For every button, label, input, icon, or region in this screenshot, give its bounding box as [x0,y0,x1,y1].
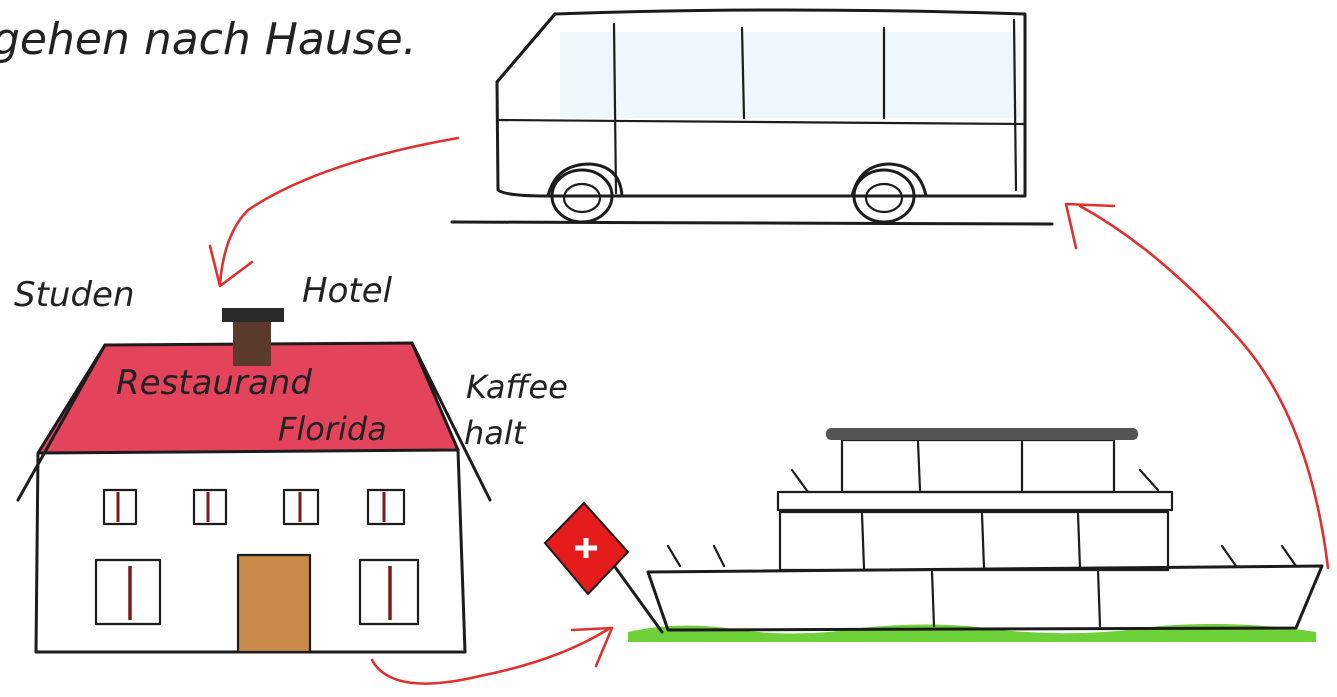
bus [452,10,1052,224]
label-florida: Florida [278,410,387,448]
house [18,308,490,652]
arrow-bus-to-house [220,138,458,284]
upper-windows [104,490,404,524]
label-hotel: Hotel [302,271,393,311]
label-restaurant: Restaurand [116,363,312,403]
arrow-ship-to-bus [1080,206,1328,568]
swiss-flag-icon [545,503,628,594]
label-studen: Studen [14,275,135,315]
label-halt: halt [464,414,527,452]
house-door [238,555,310,652]
caption-text: gehen nach Hause. [0,14,417,65]
ship [545,428,1322,642]
ship-cabin-lower [780,512,1168,570]
water [628,624,1316,642]
ship-roof [826,428,1138,440]
arrow-house-to-ship [372,628,610,684]
label-kaffee: Kaffee [466,368,568,406]
ship-cabin-upper [842,440,1114,492]
house-chimney [233,318,271,366]
road-line [452,222,1052,224]
ship-hull [648,566,1322,630]
